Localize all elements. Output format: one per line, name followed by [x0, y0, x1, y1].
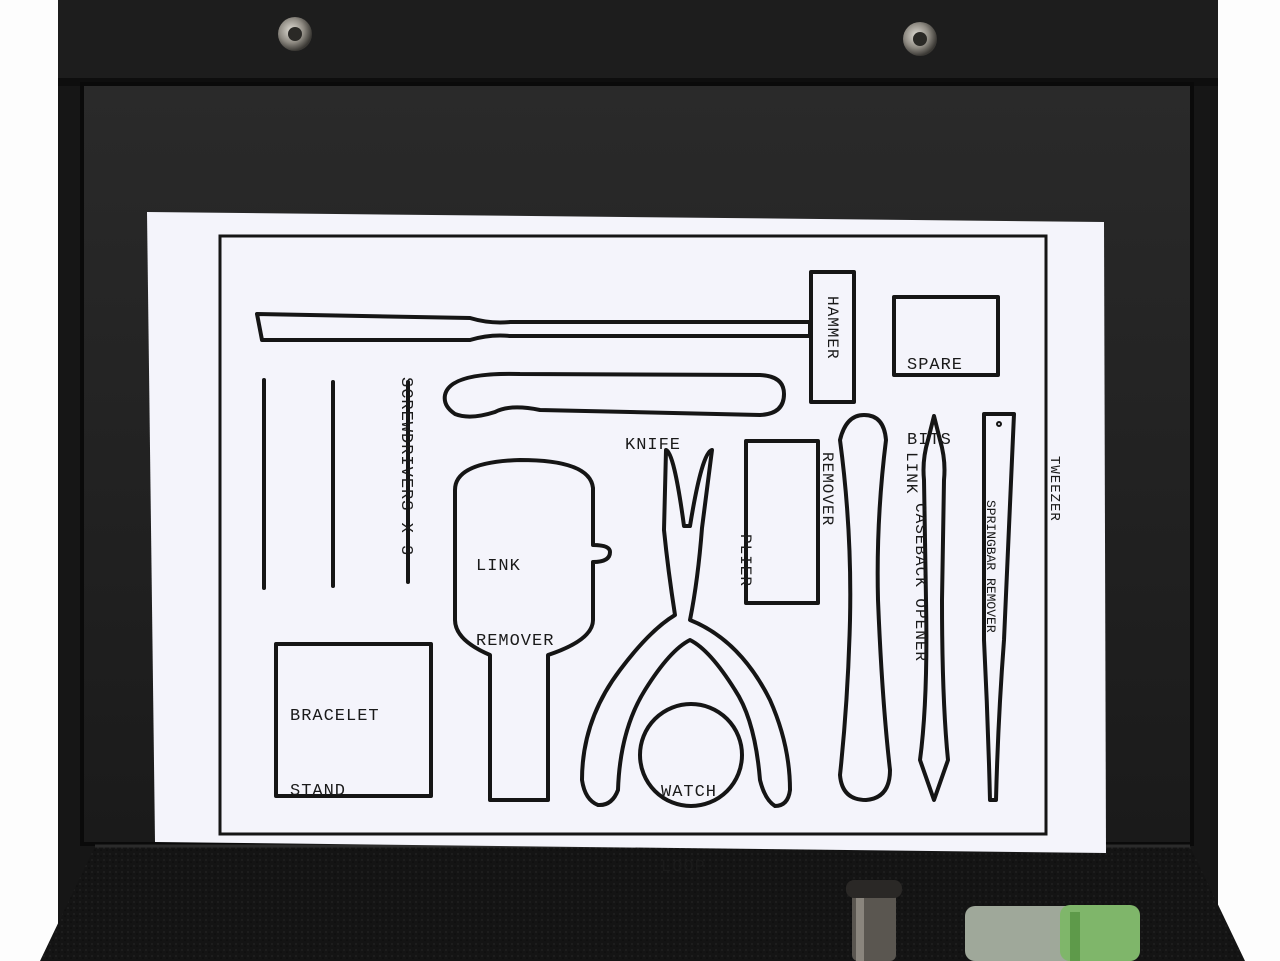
bracelet-stand-label: BRACELET STAND	[290, 654, 380, 854]
caseback-opener-label-text: CASEBACK OPENER	[911, 503, 929, 663]
tweezer-label-text: TWEEZER	[1046, 456, 1062, 522]
case-lid-top-flap	[58, 0, 1218, 82]
knife-outline	[442, 371, 786, 419]
caseback-opener-outline	[838, 413, 892, 802]
tool-handle-in-foam	[846, 880, 902, 961]
tool-outlines	[255, 270, 1016, 808]
watch-loop-label: WATCH LOOP	[661, 730, 717, 930]
knife-label: KNIFE	[625, 383, 681, 508]
hammer-label: HAMMER	[818, 296, 846, 360]
plier-label-text: PLIER	[736, 534, 754, 588]
bracelet-stand-label-line-1: BRACELET	[290, 707, 380, 726]
caseback-opener-label: CASEBACK OPENER	[850, 503, 990, 662]
green-jar	[965, 905, 1140, 961]
rivet-left	[278, 17, 312, 51]
knife-label-text: KNIFE	[625, 436, 682, 455]
link-remover-left-label-line-1: LINK	[476, 557, 521, 576]
link-remover-left-label-line-2: REMOVER	[476, 632, 555, 651]
spare-bits-outline	[892, 295, 1000, 377]
watch-loop-label-line-2: LOOP	[661, 858, 706, 877]
tweezer-outline	[982, 412, 1016, 802]
springbar-remover-outline	[918, 414, 950, 802]
link-remover-left-label: LINK REMOVER	[476, 504, 554, 704]
spare-bits-label: SPARE BITS	[907, 303, 963, 503]
screwdrivers-label: SCREWDRIVERS X 3	[335, 377, 475, 556]
link-remover-right-label-line-2: REMOVER	[818, 452, 836, 527]
link-remover-right-label-line-1: LINK	[902, 452, 920, 495]
link-remover-right-outline	[744, 439, 820, 605]
plier-outline	[580, 448, 792, 808]
bracelet-stand-outline	[274, 642, 433, 798]
bracelet-stand-label-line-2: STAND	[290, 782, 347, 801]
link-remover-right-label: LINK REMOVER	[757, 452, 981, 526]
watch-loop-outline	[638, 702, 744, 808]
spare-bits-label-line-2: BITS	[907, 431, 952, 450]
hammer-label-text: HAMMER	[823, 296, 841, 360]
watch-loop-label-line-1: WATCH	[661, 783, 718, 802]
springbar-remover-label: SPRINGBAR REMOVER	[920, 500, 1060, 633]
springbar-remover-label-text: SPRINGBAR REMOVER	[983, 500, 998, 633]
link-remover-left-outline	[453, 458, 612, 802]
hammer-outline	[809, 270, 856, 404]
template-border	[218, 234, 1048, 836]
foam-tray	[40, 846, 1245, 961]
rivet-right	[903, 22, 937, 56]
screwdrivers-label-text: SCREWDRIVERS X 3	[396, 377, 415, 557]
plier-label: PLIER	[675, 534, 815, 587]
spare-bits-label-line-1: SPARE	[907, 356, 964, 375]
paper-sheet	[147, 212, 1106, 853]
tweezer-label: TWEEZER	[984, 456, 1124, 522]
